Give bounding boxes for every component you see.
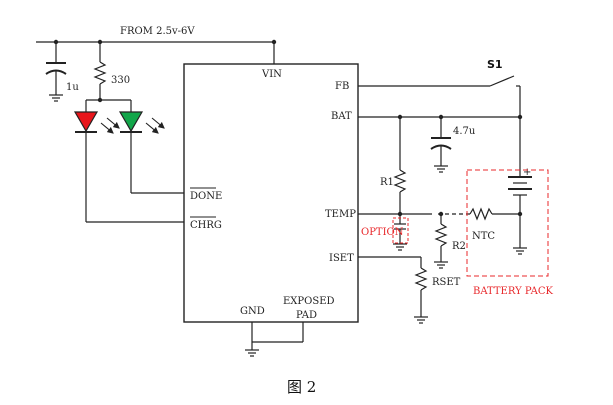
option-capacitor <box>393 214 407 251</box>
pin-done: DONE <box>190 191 222 202</box>
input-capacitor <box>45 42 67 102</box>
led-resistor <box>85 42 132 112</box>
bat-capacitor-label: 4.7u <box>453 126 476 137</box>
option-box <box>392 217 409 244</box>
battery <box>508 176 532 255</box>
pin-exposed: EXPOSED <box>283 296 335 307</box>
rset-label: RSET <box>432 277 461 288</box>
ntc-label: NTC <box>472 231 495 242</box>
bat-capacitor <box>430 117 452 173</box>
pin-pad: PAD <box>296 310 317 321</box>
switch-label: S1 <box>487 58 503 71</box>
pin-iset: ISET <box>329 253 354 264</box>
option-label: OPTION <box>361 227 404 238</box>
bat-line <box>358 114 523 120</box>
pin-temp: TEMP <box>325 209 356 220</box>
temp-line <box>358 211 470 217</box>
supply-rail <box>36 39 277 64</box>
r2-label: R2 <box>452 241 466 252</box>
ntc-thermistor <box>469 207 523 221</box>
resistor-r1 <box>393 117 407 214</box>
switch-s1 <box>358 75 521 176</box>
pin-bat: BAT <box>331 111 352 122</box>
ground-connection <box>245 322 304 357</box>
r1-label: R1 <box>380 177 394 188</box>
input-capacitor-label: 1u <box>66 82 79 93</box>
led-resistor-label: 330 <box>111 75 130 86</box>
battery-pack-label: BATTERY PACK <box>473 286 554 297</box>
pin-chrg: CHRG <box>190 220 222 231</box>
pin-gnd: GND <box>240 306 265 317</box>
pin-fb: FB <box>335 81 349 92</box>
red-led <box>73 111 184 223</box>
figure-caption: 图 2 <box>287 378 316 396</box>
battery-plus-sign: + <box>523 167 531 178</box>
rset-resistor <box>358 256 428 324</box>
resistor-r2 <box>434 214 448 269</box>
battery-pack-box <box>466 169 549 277</box>
pin-vin: VIN <box>261 69 282 80</box>
supply-label: FROM 2.5v-6V <box>120 26 195 37</box>
green-led <box>118 111 184 194</box>
